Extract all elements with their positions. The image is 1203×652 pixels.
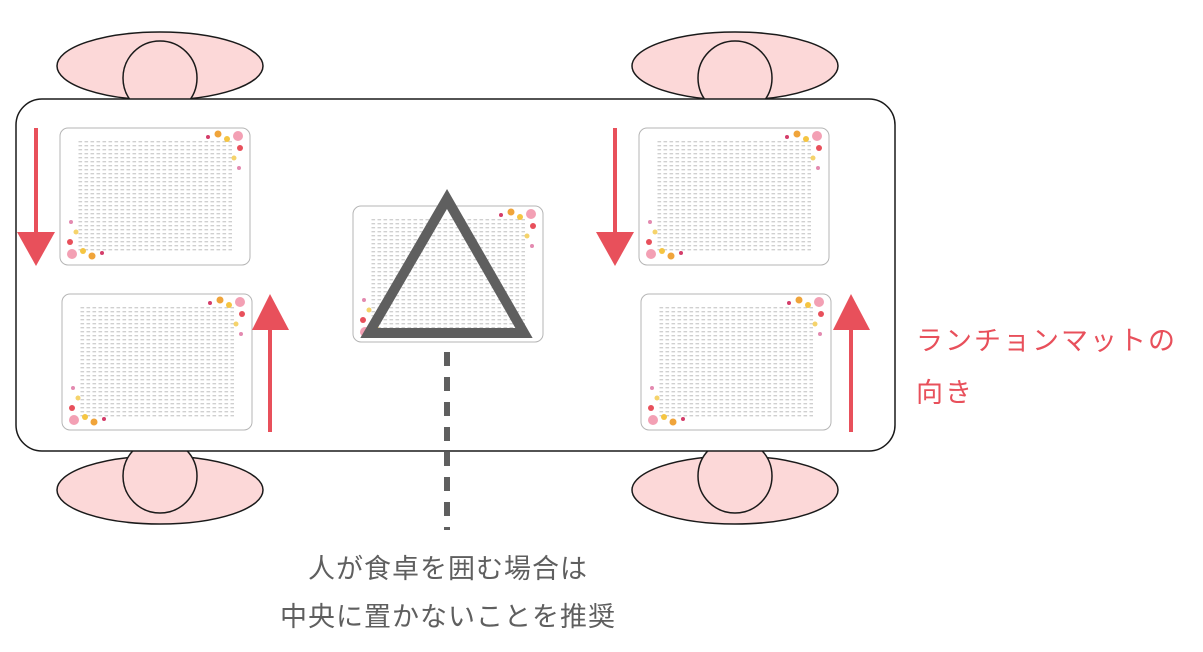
arrow-up-right xyxy=(833,294,870,432)
center-warning-label-line2: 中央に置かないことを推奨 xyxy=(280,602,616,633)
arrow-up-icon xyxy=(252,294,289,330)
placemat-text-block xyxy=(80,306,234,418)
arrow-down-right xyxy=(596,128,634,266)
seat-top-left xyxy=(56,31,264,116)
placemat-text-block xyxy=(78,140,232,253)
placemat-text-block xyxy=(657,140,811,253)
seat-bottom-left xyxy=(56,438,264,525)
arrow-down-icon xyxy=(596,232,634,266)
placemat-top-right xyxy=(638,127,830,266)
seat-bottom-right xyxy=(631,438,839,525)
seat-top-right xyxy=(631,31,839,116)
placemat-text-block xyxy=(659,306,813,418)
triangle-icon xyxy=(360,189,533,338)
arrow-up-left xyxy=(252,294,289,432)
center-warning-label-line1: 人が食卓を囲む場合は xyxy=(308,554,588,585)
placemat-text-block xyxy=(371,218,525,330)
placemat-top-left xyxy=(59,127,251,266)
mat-orientation-label-line1: ランチョンマットの xyxy=(916,326,1177,357)
arrow-down-icon xyxy=(17,232,55,266)
placemat-center xyxy=(352,205,544,343)
arrow-up-icon xyxy=(833,294,870,330)
arrow-down-left xyxy=(17,128,55,266)
placemat-bottom-right xyxy=(640,293,832,431)
mat-orientation-label-line2: 向き xyxy=(916,378,974,409)
placemat-bottom-left xyxy=(61,293,253,431)
